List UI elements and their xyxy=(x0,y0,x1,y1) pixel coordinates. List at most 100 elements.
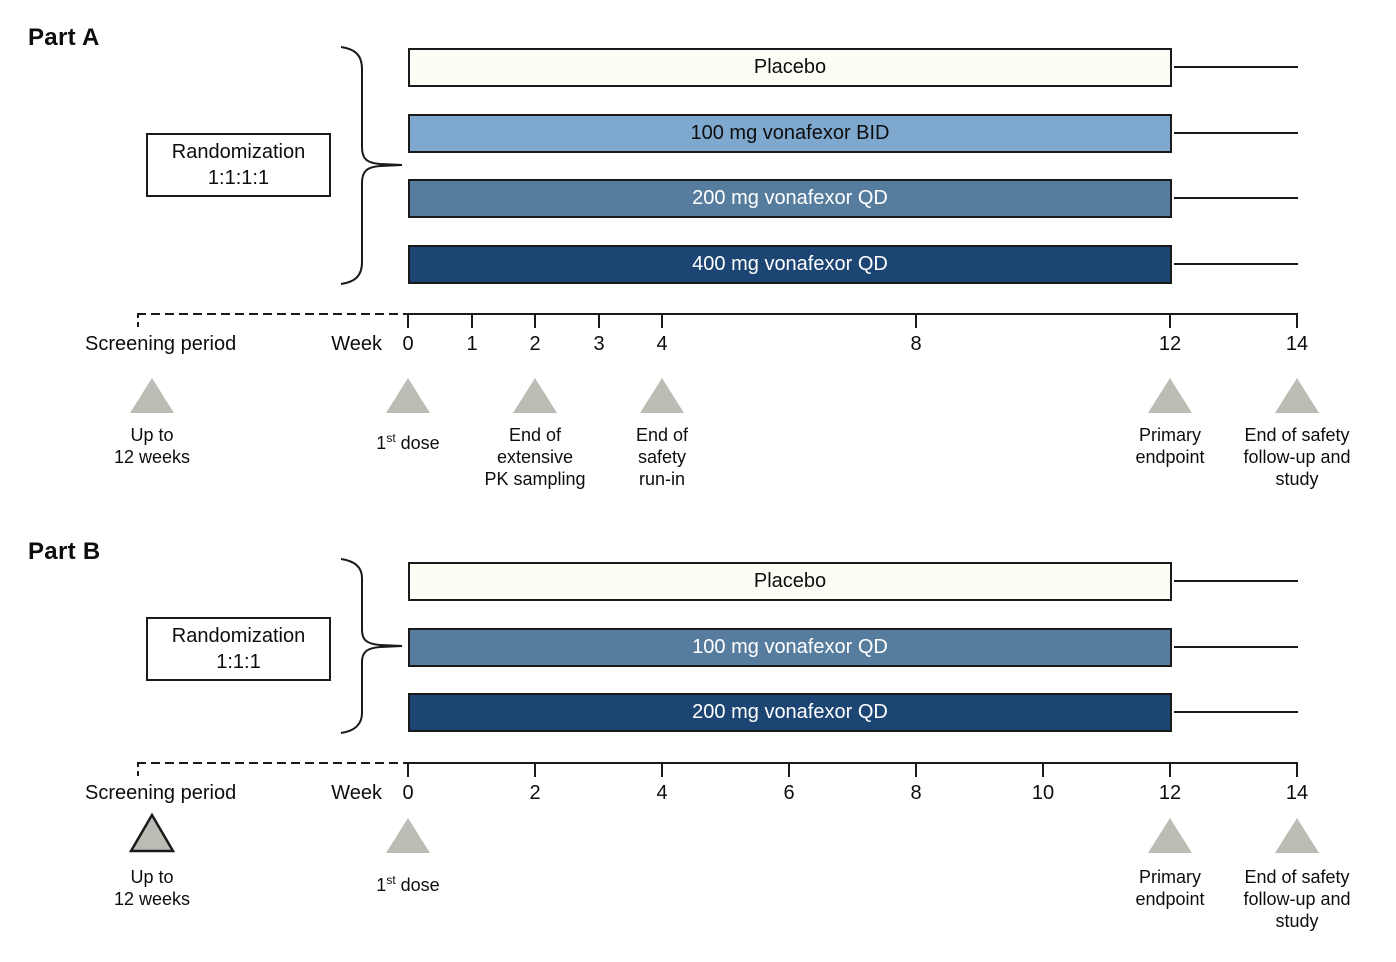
axis-tick xyxy=(788,762,790,777)
tick-label: 12 xyxy=(1158,333,1182,355)
extension-line xyxy=(1174,263,1298,265)
event-label-end-followup-b: End of safety follow-up and study xyxy=(1222,866,1372,932)
extension-line xyxy=(1174,646,1298,648)
arm-bar-label: 100 mg vonafexor QD xyxy=(692,636,888,658)
tick-label: 8 xyxy=(910,333,922,355)
tick-label: 12 xyxy=(1158,782,1182,804)
part-a-title: Part A xyxy=(28,24,100,51)
event-triangle-icon-end-followup-b xyxy=(1275,818,1319,853)
event-label-line: endpoint xyxy=(1135,447,1205,467)
event-label-line: End of xyxy=(508,425,562,445)
event-triangle-icon-end-followup-a xyxy=(1275,378,1319,413)
event-label-line: safety xyxy=(637,447,687,467)
tick-label: 14 xyxy=(1285,782,1309,804)
event-label-line: run-in xyxy=(638,469,686,489)
event-label-end-followup-a: End of safety follow-up and study xyxy=(1222,424,1372,490)
screening-dashed-line-a xyxy=(137,313,408,315)
event-label-line: study xyxy=(1275,469,1319,489)
event-triangle-icon-first-dose-b xyxy=(386,818,430,853)
event-triangle-icon-screening-a xyxy=(130,378,174,413)
axis-tick xyxy=(915,762,917,777)
arm-bar-label: Placebo xyxy=(753,570,827,592)
event-label-line: 1 xyxy=(376,433,387,453)
timeline-axis-b xyxy=(408,762,1298,764)
event-label-primary-endpoint-a: Primary endpoint xyxy=(1095,424,1245,468)
event-label-line: Primary xyxy=(1139,867,1201,887)
event-label-line: follow-up and xyxy=(1243,447,1351,467)
extension-line xyxy=(1174,132,1298,134)
randomization-a-line2: 1:1:1:1 xyxy=(207,167,270,189)
screening-period-label-a: Screening period xyxy=(85,333,237,355)
randomization-b-line2: 1:1:1 xyxy=(216,651,261,673)
arm-bar-label: 100 mg vonafexor BID xyxy=(690,122,890,144)
tick-label: 4 xyxy=(656,333,668,355)
brace-icon-b xyxy=(340,558,403,734)
event-label-line: End of xyxy=(635,425,689,445)
axis-tick xyxy=(1169,313,1171,328)
axis-tick xyxy=(534,762,536,777)
event-label-safety-runin-a: End of safety run-in xyxy=(587,424,737,490)
arm-bar-200qd-a: 200 mg vonafexor QD xyxy=(408,179,1172,218)
part-b-title: Part B xyxy=(28,538,101,565)
event-label-line: Up to xyxy=(130,867,174,887)
axis-tick xyxy=(471,313,473,328)
event-label-line: End of safety xyxy=(1244,425,1350,445)
event-label-line: extensive xyxy=(496,447,574,467)
screening-dashed-tick-a xyxy=(137,313,139,327)
randomization-box-b: Randomization 1:1:1 xyxy=(146,617,331,681)
axis-tick xyxy=(534,313,536,328)
tick-label: 2 xyxy=(529,782,541,804)
event-triangle-icon-primary-endpoint-b xyxy=(1148,818,1192,853)
event-label-screening-b: Up to 12 weeks xyxy=(77,866,227,910)
randomization-box-a: Randomization 1:1:1:1 xyxy=(146,133,331,197)
event-triangle-icon-screening-b xyxy=(128,812,176,853)
week-axis-label-a: Week xyxy=(331,333,382,355)
tick-label: 4 xyxy=(656,782,668,804)
randomization-a-line1: Randomization xyxy=(171,140,306,163)
axis-tick xyxy=(1296,762,1298,777)
arm-bar-label: 400 mg vonafexor QD xyxy=(692,253,888,275)
extension-line xyxy=(1174,711,1298,713)
arm-bar-100bid-a: 100 mg vonafexor BID xyxy=(408,114,1172,153)
randomization-b-line1: Randomization xyxy=(171,624,306,647)
tick-label: 0 xyxy=(402,782,414,804)
brace-icon-a xyxy=(340,46,403,285)
tick-label: 0 xyxy=(402,333,414,355)
tick-label: 6 xyxy=(783,782,795,804)
tick-label: 14 xyxy=(1285,333,1309,355)
event-label-line: 1 xyxy=(376,875,387,895)
tick-label: 2 xyxy=(529,333,541,355)
event-label-line: study xyxy=(1275,911,1319,931)
axis-tick xyxy=(661,313,663,328)
tick-label: 8 xyxy=(910,782,922,804)
event-label-line: follow-up and xyxy=(1243,889,1351,909)
arm-bar-label: 200 mg vonafexor QD xyxy=(692,187,888,209)
event-label-line: Up to xyxy=(130,425,174,445)
arm-bar-400qd-a: 400 mg vonafexor QD xyxy=(408,245,1172,284)
screening-dashed-line-b xyxy=(137,762,408,764)
event-label-line: endpoint xyxy=(1135,889,1205,909)
event-triangle-icon-first-dose-a xyxy=(386,378,430,413)
event-label-line: dose xyxy=(395,433,440,453)
axis-tick xyxy=(598,313,600,328)
arm-bar-placebo-b: Placebo xyxy=(408,562,1172,601)
superscript: st xyxy=(386,873,396,887)
event-label-line: Primary xyxy=(1139,425,1201,445)
arm-bar-placebo-a: Placebo xyxy=(408,48,1172,87)
axis-tick xyxy=(661,762,663,777)
arm-bar-label: Placebo xyxy=(753,56,827,78)
axis-tick xyxy=(1296,313,1298,328)
event-label-primary-endpoint-b: Primary endpoint xyxy=(1095,866,1245,910)
axis-tick xyxy=(1042,762,1044,777)
timeline-axis-a xyxy=(408,313,1298,315)
tick-label: 1 xyxy=(466,333,478,355)
tick-label: 3 xyxy=(593,333,605,355)
event-label-line: End of safety xyxy=(1244,867,1350,887)
arm-bar-100qd-b: 100 mg vonafexor QD xyxy=(408,628,1172,667)
event-label-screening-a: Up to 12 weeks xyxy=(77,424,227,468)
event-label-line: 12 weeks xyxy=(113,889,191,909)
event-triangle-icon-safety-runin-a xyxy=(640,378,684,413)
event-label-first-dose-b: 1st dose xyxy=(333,869,483,896)
event-label-line: 12 weeks xyxy=(113,447,191,467)
tick-label: 10 xyxy=(1031,782,1055,804)
